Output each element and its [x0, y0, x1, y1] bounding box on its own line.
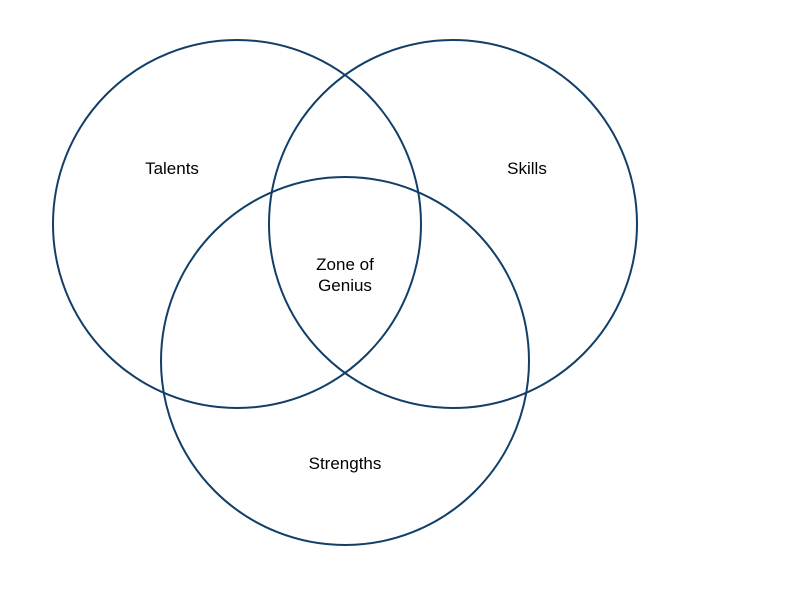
intersection-label-line1: Zone of: [316, 255, 374, 274]
strengths-circle: [160, 176, 530, 546]
talents-circle: [52, 39, 422, 409]
strengths-label: Strengths: [309, 454, 382, 473]
skills-circle: [268, 39, 638, 409]
skills-label: Skills: [507, 159, 547, 178]
intersection-label-line2: Genius: [318, 276, 372, 295]
talents-label: Talents: [145, 159, 199, 178]
